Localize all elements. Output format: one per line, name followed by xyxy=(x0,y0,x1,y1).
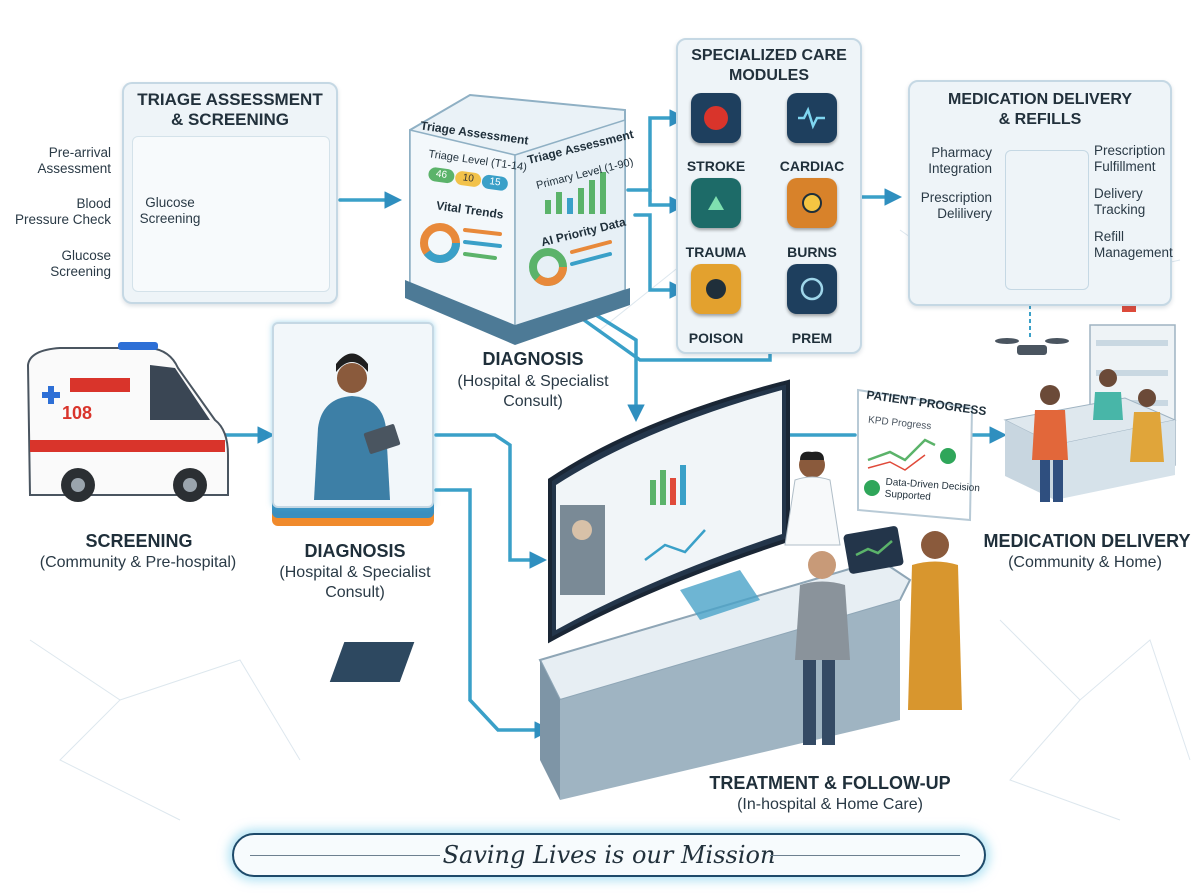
arrow-diagnosis-to-treatment xyxy=(434,433,547,569)
prescription-fulfillment-label: Prescription Fulfillment xyxy=(1094,143,1166,174)
medication-delivery-subtitle: (Community & Home) xyxy=(1008,554,1162,571)
ambulance-number: 108 xyxy=(62,403,93,423)
triage-badge-blue: 15 xyxy=(481,174,509,192)
medication-panel-title: MEDICATION DELIVERY & REFILLS xyxy=(947,91,1132,128)
prescription-delivery-label: Prescription Delilivery xyxy=(920,190,992,221)
cardiac-label: CARDIAC xyxy=(779,158,845,174)
screening-title: SCREENING xyxy=(85,531,193,551)
triage-badge-yellow: 10 xyxy=(454,170,482,188)
diagnosis-subtitle: (Hospital & Specialist Consult) xyxy=(279,564,431,601)
patient-progress-card xyxy=(857,388,974,522)
cardiac-module-tile[interactable] xyxy=(787,93,837,143)
triage-panel-title: TRIAGE ASSESSMENT & SCREENING xyxy=(137,90,323,129)
elderly-man-illustration xyxy=(795,551,850,745)
prem-module-tile[interactable] xyxy=(787,264,837,314)
mission-rule-left xyxy=(250,855,440,856)
triage-panel-inner xyxy=(132,136,330,292)
curved-monitor xyxy=(548,379,790,644)
triage-screening-panel: TRIAGE ASSESSMENT & SCREENING xyxy=(122,82,338,304)
treatment-followup-title: TREATMENT & FOLLOW-UP xyxy=(709,773,951,793)
trauma-label: TRAUMA xyxy=(685,244,747,260)
medication-delivery-panel: MEDICATION DELIVERY & REFILLS xyxy=(908,80,1172,306)
refill-management-label: Refill Management xyxy=(1094,229,1173,260)
arrow-dashboard-to-poison xyxy=(633,213,687,299)
modules-panel-title: SPECIALIZED CARE MODULES xyxy=(691,47,847,84)
trauma-module-tile[interactable] xyxy=(691,178,741,228)
stroke-module-tile[interactable] xyxy=(691,93,741,143)
ambulance-illustration xyxy=(26,342,229,502)
screening-subtitle: (Community & Pre-hospital) xyxy=(39,554,237,571)
pharmacy-scene xyxy=(1003,324,1177,502)
medication-delivery-title: MEDICATION DELIVERY xyxy=(983,531,1191,551)
diagnosis-card xyxy=(272,322,434,508)
poison-module-tile[interactable] xyxy=(691,264,741,314)
treatment-followup-subtitle: (In-hospital & Home Care) xyxy=(737,796,923,813)
arrow-dashboard-to-trauma xyxy=(648,188,687,214)
delivery-tracking-label: Delivery Tracking xyxy=(1094,186,1146,217)
blood-pressure-check-label: Blood Pressure Check xyxy=(14,196,111,227)
diagnosis-top-title: DIAGNOSIS xyxy=(482,349,584,369)
burns-module-tile[interactable] xyxy=(787,178,837,228)
stroke-label: STROKE xyxy=(686,158,746,174)
diagnosis-title: DIAGNOSIS xyxy=(304,541,406,561)
pre-arrival-assessment-label: Pre-arrival Assessment xyxy=(37,145,111,176)
burns-label: BURNS xyxy=(787,244,837,260)
tablet-icon xyxy=(843,526,904,574)
glucose-screening-label: Glucose Screening xyxy=(50,248,111,279)
doctor-illustration xyxy=(784,451,841,546)
elderly-woman-illustration xyxy=(908,531,962,710)
poison-label: POISON xyxy=(688,330,744,346)
triage-badge-green: 46 xyxy=(427,166,456,184)
diagnosis-top-subtitle: (Hospital & Specialist Consult) xyxy=(457,373,609,410)
mission-text: Saving Lives is our Mission xyxy=(442,841,776,869)
medication-center-box xyxy=(1005,150,1089,290)
arrow-dashboard-to-treatment xyxy=(578,303,645,422)
triage-inner-glucose-label: Glucose Screening xyxy=(139,195,201,226)
mission-rule-right xyxy=(770,855,960,856)
drone-icon-2 xyxy=(995,338,1069,355)
pharmacy-integration-label: Pharmacy Integration xyxy=(928,145,992,176)
arrow-dashboard-to-stroke xyxy=(626,109,687,192)
prem-label: PREM xyxy=(791,330,833,346)
arrow-diagnosis-to-desk xyxy=(434,488,552,739)
